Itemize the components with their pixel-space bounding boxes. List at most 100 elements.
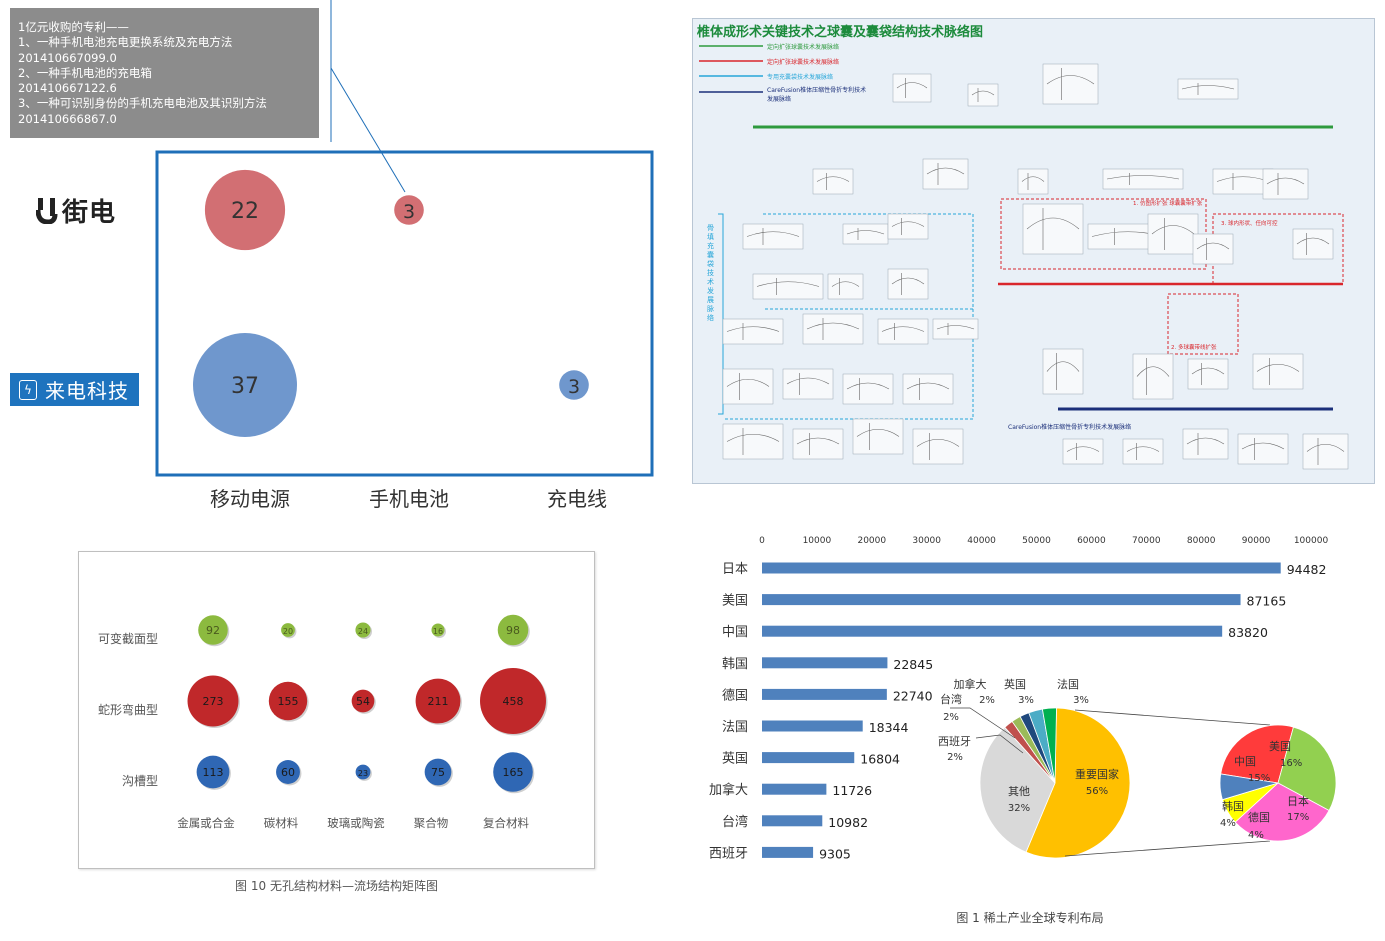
jiedian-brand-text: 街电	[62, 197, 117, 228]
patent-sketch-thumbnail	[1237, 433, 1289, 465]
bar-value-label: 16804	[860, 752, 900, 767]
patent-sketch-thumbnail	[1132, 353, 1174, 400]
sketch-stroke	[1306, 438, 1345, 465]
pie-slice-percent: 56%	[1086, 786, 1108, 797]
connector-line	[1064, 840, 1271, 857]
category-label: 韩国	[722, 657, 748, 672]
bar	[762, 594, 1241, 606]
patent-sketch-thumbnail	[1292, 228, 1334, 260]
category-label: 美国	[722, 594, 748, 609]
matrix-caption: 图 10 无孔结构材料—流场结构矩阵图	[235, 879, 438, 893]
patent-sketch-thumbnail	[1102, 168, 1184, 190]
x-tick-label: 10000	[803, 536, 832, 546]
category-label: 中国	[722, 625, 748, 640]
matrix-bubble	[281, 623, 295, 637]
x-axis-label: 手机电池	[369, 487, 449, 511]
sketch-stroke	[1191, 363, 1225, 385]
detail-slice-percent: 17%	[1287, 812, 1309, 823]
detail-slice-percent: 4%	[1248, 830, 1264, 841]
matrix-value-label: 98	[506, 624, 520, 637]
bubble-point	[193, 333, 297, 437]
matrix-value-label: 458	[503, 695, 524, 708]
patent-sketch-thumbnail	[742, 223, 804, 250]
pie-slice-percent: 32%	[1008, 803, 1030, 814]
patent-sketch-thumbnail	[842, 223, 889, 245]
matrix-value-label: 60	[281, 766, 295, 779]
bar	[762, 657, 888, 669]
matrix-value-label: 24	[358, 627, 368, 636]
matrix-col-label: 金属或合金	[177, 816, 235, 830]
sketch-stroke	[746, 228, 800, 245]
pie-slice	[979, 726, 1056, 853]
bar	[762, 720, 863, 732]
patent-sketch-thumbnail	[887, 268, 929, 300]
patent-sketch-thumbnail	[912, 428, 964, 465]
patent-sketch-thumbnail	[1022, 203, 1084, 255]
patent-sketch-thumbnail	[1177, 78, 1239, 100]
patent-sketch-thumbnail	[932, 318, 979, 340]
matrix-row-label: 沟槽型	[122, 774, 158, 788]
sketch-stroke	[786, 373, 830, 395]
patent-sketch-thumbnail	[752, 273, 824, 300]
pie-slice-percent: 2%	[943, 712, 959, 723]
patent-sketch-thumbnail	[967, 83, 999, 107]
patent-sketch-thumbnail	[877, 318, 929, 345]
sketch-stroke	[1151, 218, 1195, 250]
note-line: 2、一种手机电池的充电箱	[18, 65, 152, 80]
bar	[762, 783, 827, 795]
matrix-bubble	[355, 622, 371, 638]
patent-sketch-thumbnail	[722, 318, 784, 345]
bubble-point	[394, 195, 424, 225]
section-label: 2. 多球囊带线扩张	[1171, 345, 1217, 351]
side-label: 骨填充囊袋技术发展脉络	[707, 224, 714, 322]
bubble-value-label: 22	[231, 199, 259, 224]
matrix-bubble	[196, 755, 230, 789]
sketch-stroke	[936, 323, 975, 335]
patent-sketch-thumbnail	[852, 418, 904, 455]
sketch-stroke	[1136, 358, 1170, 395]
jiedian-logo: 街电	[36, 193, 117, 228]
bar-value-label: 22740	[893, 688, 933, 703]
legend-label: 专用充囊袋技术发展脉络	[767, 74, 834, 81]
sketch-stroke	[1256, 358, 1300, 385]
sketch-stroke	[806, 318, 860, 340]
patent-sketch-thumbnail	[887, 213, 929, 240]
bar	[762, 562, 1281, 574]
roadmap-title: 椎体成形术关键技术之球囊及囊袋结构技术脉络图	[697, 25, 984, 40]
matrix-value-label: 75	[431, 766, 445, 779]
matrix-value-label: 165	[503, 766, 524, 779]
matrix-bubble	[480, 668, 546, 734]
x-tick-label: 90000	[1242, 536, 1271, 546]
patent-sketch-thumbnail	[1302, 433, 1349, 470]
sketch-stroke	[1241, 438, 1285, 460]
matrix-col-label: 复合材料	[483, 816, 529, 830]
matrix-value-label: 23	[358, 769, 368, 778]
category-label: 日本	[722, 562, 748, 577]
category-label: 西班牙	[709, 846, 748, 861]
matrix-bubble	[276, 760, 300, 784]
sketch-stroke	[831, 278, 860, 295]
note-line: 1亿元收购的专利——	[18, 20, 129, 34]
legend-label: CareFusion椎体压缩性骨折专利技术发展脉络	[767, 87, 867, 103]
patent-sketch-thumbnail	[1042, 63, 1099, 105]
detail-slice-label: 日本	[1287, 794, 1309, 808]
patent-sketch-thumbnail	[1122, 438, 1164, 465]
sketch-stroke	[891, 273, 925, 295]
label-leader-line	[950, 707, 1016, 739]
patent-sketch-thumbnail	[1062, 438, 1104, 465]
note-line: 201410666867.0	[18, 111, 117, 126]
bottom-label: CareFusion椎体压缩性骨折专利技术发展脉络	[1008, 424, 1132, 431]
pie-slice-label: 其他	[1008, 785, 1030, 798]
pie-slice	[1025, 707, 1131, 859]
bar-value-label: 22845	[893, 657, 933, 672]
section-label: 1. 仿图形扩张 球囊囊带扩张	[1133, 201, 1203, 207]
matrix-col-label: 玻璃或陶瓷	[327, 816, 385, 830]
sketch-stroke	[1126, 443, 1160, 460]
patent-sketch-thumbnail	[802, 313, 864, 345]
sketch-stroke	[1106, 173, 1180, 185]
pie-slice-percent: 3%	[1073, 695, 1089, 706]
sketch-stroke	[1066, 443, 1100, 460]
detail-slice-label: 韩国	[1222, 799, 1244, 813]
patent-note-box: 1亿元收购的专利—— 1、一种手机电池充电更换系统及充电方法 201410667…	[10, 8, 319, 138]
pie-slice-percent: 3%	[1018, 695, 1034, 706]
